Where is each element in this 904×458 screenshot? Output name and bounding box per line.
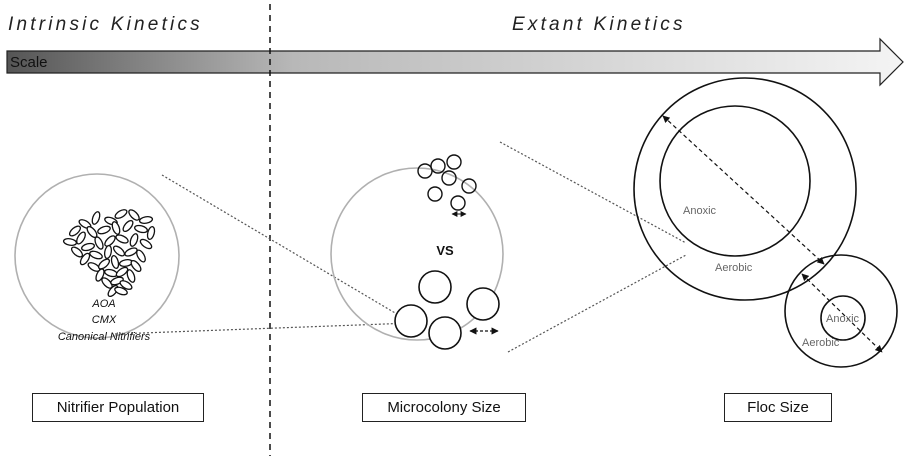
nitrifier-cell: [97, 225, 111, 235]
nitrifier-cell: [91, 211, 101, 225]
nitrifier-cell: [122, 219, 134, 233]
nitrifier-cell: [68, 225, 82, 237]
nitrifier-cell: [94, 236, 104, 250]
nitrifier-cell: [146, 226, 156, 240]
nitrifier-label-cmx: CMX: [92, 314, 117, 326]
nitrifier-cell: [126, 269, 136, 283]
large-floc-aerobic-label: Aerobic: [715, 262, 753, 274]
zoom-line-nitrifier-top: [161, 174, 413, 324]
floc-size-box: Floc Size: [724, 393, 832, 422]
large-floc-inner: [659, 105, 811, 257]
nitrifier-cell: [104, 268, 118, 278]
large-floc-diameter-arrow: [662, 115, 825, 265]
microcolony-lens-circle: [330, 167, 504, 341]
nitrifier-label-aoa: AOA: [91, 298, 115, 310]
nitrifier-cell: [128, 209, 140, 221]
large-floc-anoxic-label: Anoxic: [683, 205, 717, 217]
nitrifier-cell: [95, 268, 105, 282]
nitrifier-cell: [112, 245, 126, 257]
microcolony-size-box: Microcolony Size: [362, 393, 526, 422]
nitrifier-cell: [79, 252, 91, 266]
header-extant-kinetics: Extant Kinetics: [512, 14, 686, 35]
nitrifier-cell: [114, 209, 128, 219]
small-floc-outer: [784, 254, 898, 368]
zoom-line-microcolony-bottom: [507, 254, 687, 353]
vs-label: VS: [436, 243, 454, 258]
large-microcolonies: [394, 270, 500, 350]
nitrifier-cell: [138, 216, 154, 224]
nitrifier-cell: [114, 286, 128, 296]
small-floc-diameter-arrow: [801, 273, 883, 353]
nitrifier-cell: [119, 280, 133, 290]
small-floc-aerobic-label: Aerobic: [802, 337, 840, 349]
nitrifier-lens-circle: [14, 173, 180, 339]
small-microcolonies: [417, 154, 477, 211]
nitrifier-population-box: Nitrifier Population: [32, 393, 204, 422]
nitrifier-cell: [115, 234, 129, 244]
header-intrinsic-kinetics: Intrinsic Kinetics: [8, 14, 203, 35]
nitrifier-cell: [104, 244, 112, 260]
nitrifier-cell: [139, 238, 153, 250]
nitrifier-cell: [81, 242, 95, 252]
zoom-line-microcolony-top: [499, 141, 687, 244]
nitrifier-cell: [76, 231, 86, 245]
nitrifier-cell: [134, 224, 148, 234]
nitrifier-cell: [136, 249, 146, 263]
nitrifier-cell: [129, 233, 139, 247]
nitrifier-cell: [130, 259, 142, 273]
scale-arrow: [6, 37, 904, 87]
nitrifier-cell: [70, 246, 84, 258]
nitrifier-cell: [110, 255, 120, 269]
zoom-line-nitrifier-bottom: [114, 322, 413, 335]
nitrifier-cell: [111, 221, 121, 235]
nitrifier-cell: [97, 258, 111, 270]
nitrifier-cell-cluster: [62, 209, 156, 298]
small-floc-anoxic-label: Anoxic: [826, 313, 860, 325]
large-floc-outer: [633, 77, 857, 301]
nitrifier-cell: [115, 266, 129, 278]
scale-label: Scale: [10, 54, 48, 71]
nitrifier-cell: [89, 250, 103, 260]
nitrifier-cell: [124, 247, 138, 257]
nitrifier-cell: [104, 235, 116, 247]
nitrifier-cell: [62, 238, 78, 246]
